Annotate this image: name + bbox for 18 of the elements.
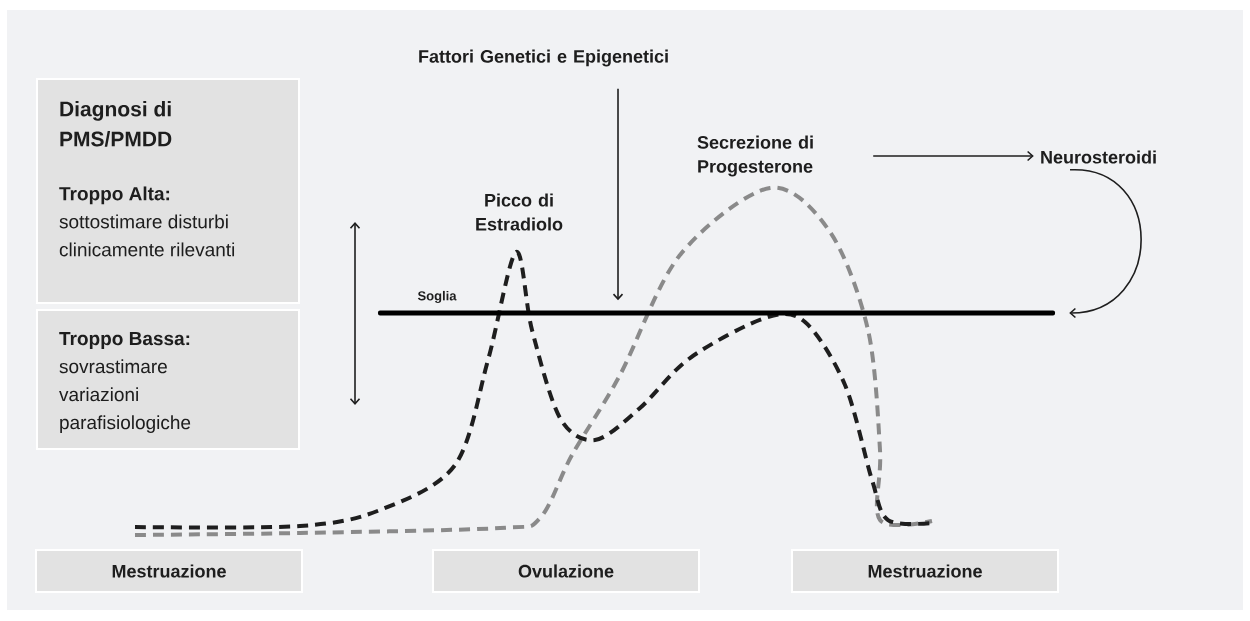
node-text: Fattori Genetici e Epigenetici: [419, 49, 668, 67]
card-subheading: Troppo Alta:: [59, 186, 170, 205]
arrow: [1069, 169, 1142, 319]
phase-box: Ovulazione: [432, 549, 700, 593]
card-subheading: Troppo Bassa:: [59, 332, 190, 349]
node-text: Secrezione di Progesterone: [697, 135, 813, 177]
text-card: [36, 78, 300, 304]
arrow: [612, 87, 624, 301]
arrow: [872, 150, 1034, 162]
phase-box: Mestruazione: [791, 549, 1059, 593]
phase-box: Mestruazione: [35, 549, 303, 593]
node-text: Neurosteroidi: [1041, 150, 1156, 164]
card-text: sovrastimare variazioni parafisiologiche: [59, 359, 191, 433]
peak-label: Picco di Estradiolo: [476, 193, 563, 231]
text-card: [36, 309, 300, 450]
threshold-label: Soglia: [417, 290, 457, 304]
card-heading: Diagnosi di PMS/PMDD: [60, 101, 172, 147]
card-text: sottostimare disturbi clinicamente rilevanti: [59, 214, 234, 257]
